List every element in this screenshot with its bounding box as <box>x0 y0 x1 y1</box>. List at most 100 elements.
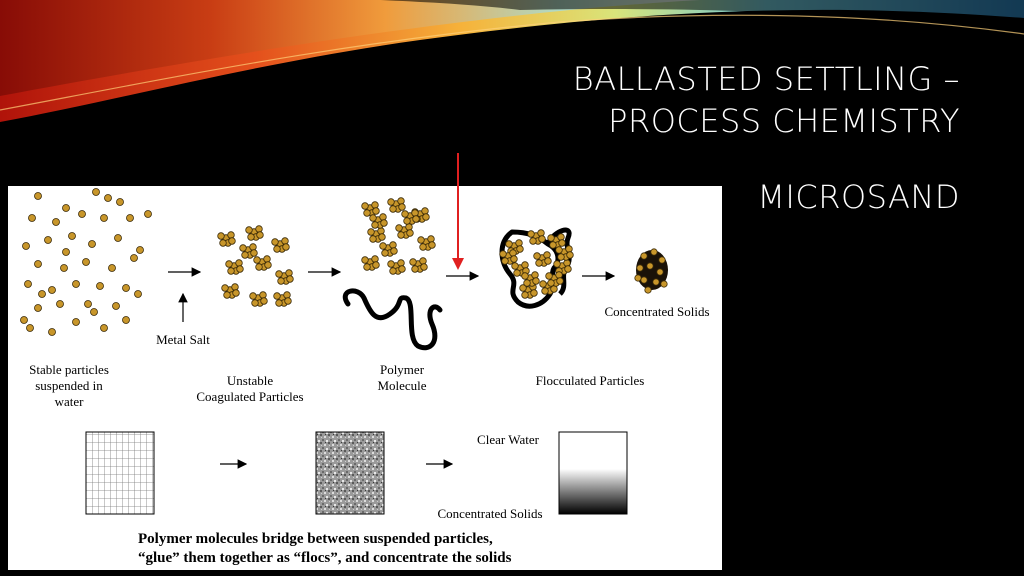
particle <box>398 203 406 211</box>
particle <box>372 261 380 269</box>
particle <box>255 225 263 233</box>
particle <box>401 210 409 218</box>
particle <box>228 237 236 245</box>
particle <box>379 213 387 221</box>
particle <box>84 300 92 308</box>
particle <box>24 280 32 288</box>
particle <box>565 245 573 253</box>
particle <box>387 260 395 268</box>
particle <box>539 280 547 288</box>
particle <box>505 240 513 248</box>
particle <box>516 245 524 253</box>
particle <box>417 236 425 244</box>
particle <box>231 283 239 291</box>
particle <box>521 272 529 280</box>
particle <box>44 236 52 244</box>
particle <box>397 197 405 205</box>
particle <box>20 316 28 324</box>
particle <box>219 239 227 247</box>
particle <box>263 255 271 263</box>
particle <box>34 260 42 268</box>
particle <box>28 214 36 222</box>
particle <box>420 263 428 271</box>
particle <box>225 260 233 268</box>
particle <box>100 214 108 222</box>
particle <box>510 255 518 263</box>
particle <box>286 275 294 283</box>
particle <box>26 324 34 332</box>
particle <box>550 285 558 293</box>
particle <box>380 219 388 227</box>
particle <box>378 233 386 241</box>
particle <box>557 233 565 241</box>
coagulated-particle-clusters <box>217 225 294 307</box>
diagram-caption: Polymer molecules bridge between suspend… <box>138 531 512 566</box>
particle <box>277 277 285 285</box>
particle <box>371 221 379 229</box>
particle <box>501 257 509 265</box>
particle <box>513 269 521 277</box>
polymer-molecule-strand <box>342 288 443 351</box>
particle <box>421 207 429 215</box>
particle <box>260 297 268 305</box>
particle <box>406 229 414 237</box>
particle <box>72 318 80 326</box>
particle <box>549 241 557 249</box>
particle <box>555 246 563 254</box>
particle <box>535 259 543 267</box>
particle <box>558 239 566 247</box>
particle <box>223 291 231 299</box>
particle <box>390 247 398 255</box>
particle <box>515 239 523 247</box>
particle <box>259 291 267 299</box>
particle <box>543 251 551 259</box>
label-metal-salt: Metal Salt <box>156 332 210 347</box>
particle <box>221 284 229 292</box>
particle <box>34 192 42 200</box>
particle <box>409 258 417 266</box>
particle <box>249 292 257 300</box>
particle <box>116 198 124 206</box>
particle <box>271 238 279 246</box>
particle <box>403 217 411 225</box>
label-polymer-molecule: Polymer Molecule <box>377 362 427 393</box>
particle <box>532 277 540 285</box>
particle <box>52 218 60 226</box>
particle <box>541 287 549 295</box>
label-clear-water: Clear Water <box>477 432 539 447</box>
particle <box>253 256 261 264</box>
particle <box>564 265 572 273</box>
label-concentrated-solids-top: Concentrated Solids <box>604 304 710 319</box>
particle <box>428 241 436 249</box>
particle <box>236 265 244 273</box>
particle <box>130 254 138 262</box>
particle <box>371 255 379 263</box>
particle <box>247 233 255 241</box>
particle <box>273 292 281 300</box>
particle <box>405 223 413 231</box>
particle <box>427 235 435 243</box>
settled-solids-box <box>558 431 628 515</box>
particle <box>411 265 419 273</box>
floc-particles <box>499 229 574 299</box>
particle <box>650 248 658 256</box>
decorative-swoosh <box>0 0 1024 122</box>
particle <box>227 267 235 275</box>
particle <box>398 265 406 273</box>
particle <box>136 246 144 254</box>
particle <box>367 228 375 236</box>
particle <box>122 284 130 292</box>
particle <box>245 226 253 234</box>
particle <box>273 245 281 253</box>
stable-suspension-box <box>85 431 155 515</box>
particle <box>62 204 70 212</box>
particle <box>62 248 70 256</box>
diagram-graphics <box>20 188 668 515</box>
particle <box>88 240 96 248</box>
particle <box>537 229 545 237</box>
particle <box>381 249 389 257</box>
particle <box>96 282 104 290</box>
particle <box>282 243 290 251</box>
particle <box>227 231 235 239</box>
particle <box>104 194 112 202</box>
